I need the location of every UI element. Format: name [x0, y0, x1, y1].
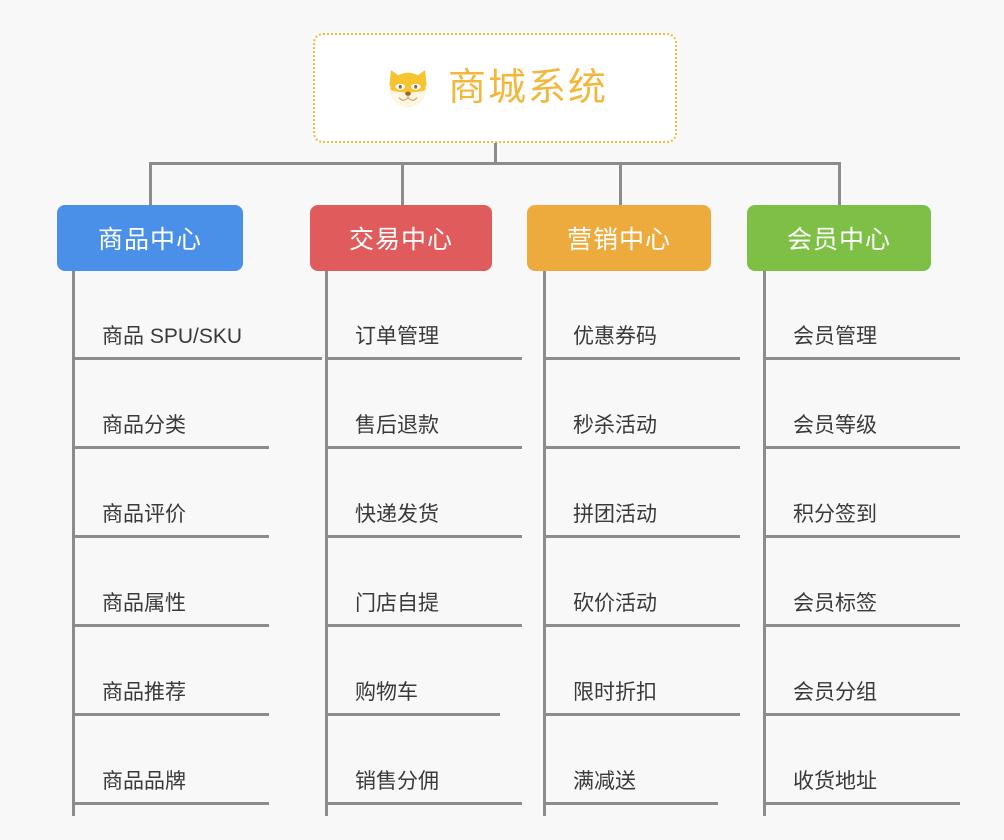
leaf-item[interactable]: 会员分组 [763, 627, 960, 716]
leaf-item[interactable]: 拼团活动 [543, 449, 740, 538]
leaf-item[interactable]: 积分签到 [763, 449, 960, 538]
branch-header-label: 交易中心 [348, 226, 453, 254]
leaf-label: 订单管理 [325, 326, 522, 360]
root-title: 商城系统 [447, 67, 608, 109]
leaf-spine-commodity [72, 271, 75, 816]
connector-horizontal-bus [149, 162, 840, 165]
branch-header-label: 会员中心 [786, 226, 891, 254]
leaf-label: 收货地址 [763, 771, 960, 805]
leaf-label: 优惠券码 [543, 326, 740, 360]
leaf-label: 会员管理 [763, 326, 960, 360]
leaf-item[interactable]: 满减送 [543, 716, 718, 805]
leaf-label: 门店自提 [325, 593, 522, 627]
leaf-label: 会员标签 [763, 593, 960, 627]
leaf-item[interactable]: 砍价活动 [543, 538, 740, 627]
leaf-item[interactable]: 商品属性 [72, 538, 269, 627]
leaf-label: 会员分组 [763, 682, 960, 716]
connector-root-stem [494, 143, 497, 165]
leaf-label: 销售分佣 [325, 771, 522, 805]
leaf-label: 拼团活动 [543, 504, 740, 538]
leaf-item[interactable]: 购物车 [325, 627, 500, 716]
leaf-label: 商品品牌 [72, 771, 269, 805]
leaf-label: 商品分类 [72, 415, 269, 449]
leaf-label: 快递发货 [325, 504, 522, 538]
leaf-label: 商品 SPU/SKU [72, 326, 322, 360]
branch-header-member[interactable]: 会员中心 [747, 205, 931, 271]
leaf-item[interactable]: 优惠券码 [543, 271, 740, 360]
leaf-item[interactable]: 会员标签 [763, 538, 960, 627]
leaf-label: 商品推荐 [72, 682, 269, 716]
leaf-item[interactable]: 快递发货 [325, 449, 522, 538]
branch-header-label: 营销中心 [566, 226, 671, 254]
branch-header-label: 商品中心 [97, 226, 202, 254]
leaf-label: 限时折扣 [543, 682, 740, 716]
leaf-item[interactable]: 会员等级 [763, 360, 960, 449]
leaf-label: 积分签到 [763, 504, 960, 538]
connector-drop-1 [149, 162, 152, 206]
shiba-dog-face-icon [382, 62, 434, 114]
connector-drop-4 [838, 162, 841, 206]
leaf-item[interactable]: 售后退款 [325, 360, 522, 449]
leaf-item[interactable]: 商品品牌 [72, 716, 269, 805]
branch-header-trade[interactable]: 交易中心 [310, 205, 492, 271]
leaf-spine-marketing [543, 271, 546, 816]
leaf-label: 购物车 [325, 682, 500, 716]
root-node[interactable]: 商城系统 [313, 33, 677, 143]
leaf-item[interactable]: 商品 SPU/SKU [72, 271, 322, 360]
leaf-item[interactable]: 订单管理 [325, 271, 522, 360]
leaf-label: 秒杀活动 [543, 415, 740, 449]
leaf-item[interactable]: 门店自提 [325, 538, 522, 627]
leaf-spine-member [763, 271, 766, 816]
leaf-item[interactable]: 限时折扣 [543, 627, 740, 716]
leaf-label: 售后退款 [325, 415, 522, 449]
leaf-label: 商品属性 [72, 593, 269, 627]
leaf-item[interactable]: 收货地址 [763, 716, 960, 805]
branch-header-commodity[interactable]: 商品中心 [57, 205, 243, 271]
leaf-spine-trade [325, 271, 328, 816]
connector-drop-3 [619, 162, 622, 206]
leaf-label: 会员等级 [763, 415, 960, 449]
branch-header-marketing[interactable]: 营销中心 [527, 205, 711, 271]
leaf-label: 满减送 [543, 771, 718, 805]
leaf-item[interactable]: 销售分佣 [325, 716, 522, 805]
leaf-item[interactable]: 会员管理 [763, 271, 960, 360]
leaf-item[interactable]: 商品评价 [72, 449, 269, 538]
leaf-label: 商品评价 [72, 504, 269, 538]
leaf-item[interactable]: 秒杀活动 [543, 360, 740, 449]
leaf-label: 砍价活动 [543, 593, 740, 627]
leaf-item[interactable]: 商品分类 [72, 360, 269, 449]
leaf-item[interactable]: 商品推荐 [72, 627, 269, 716]
connector-drop-2 [401, 162, 404, 206]
